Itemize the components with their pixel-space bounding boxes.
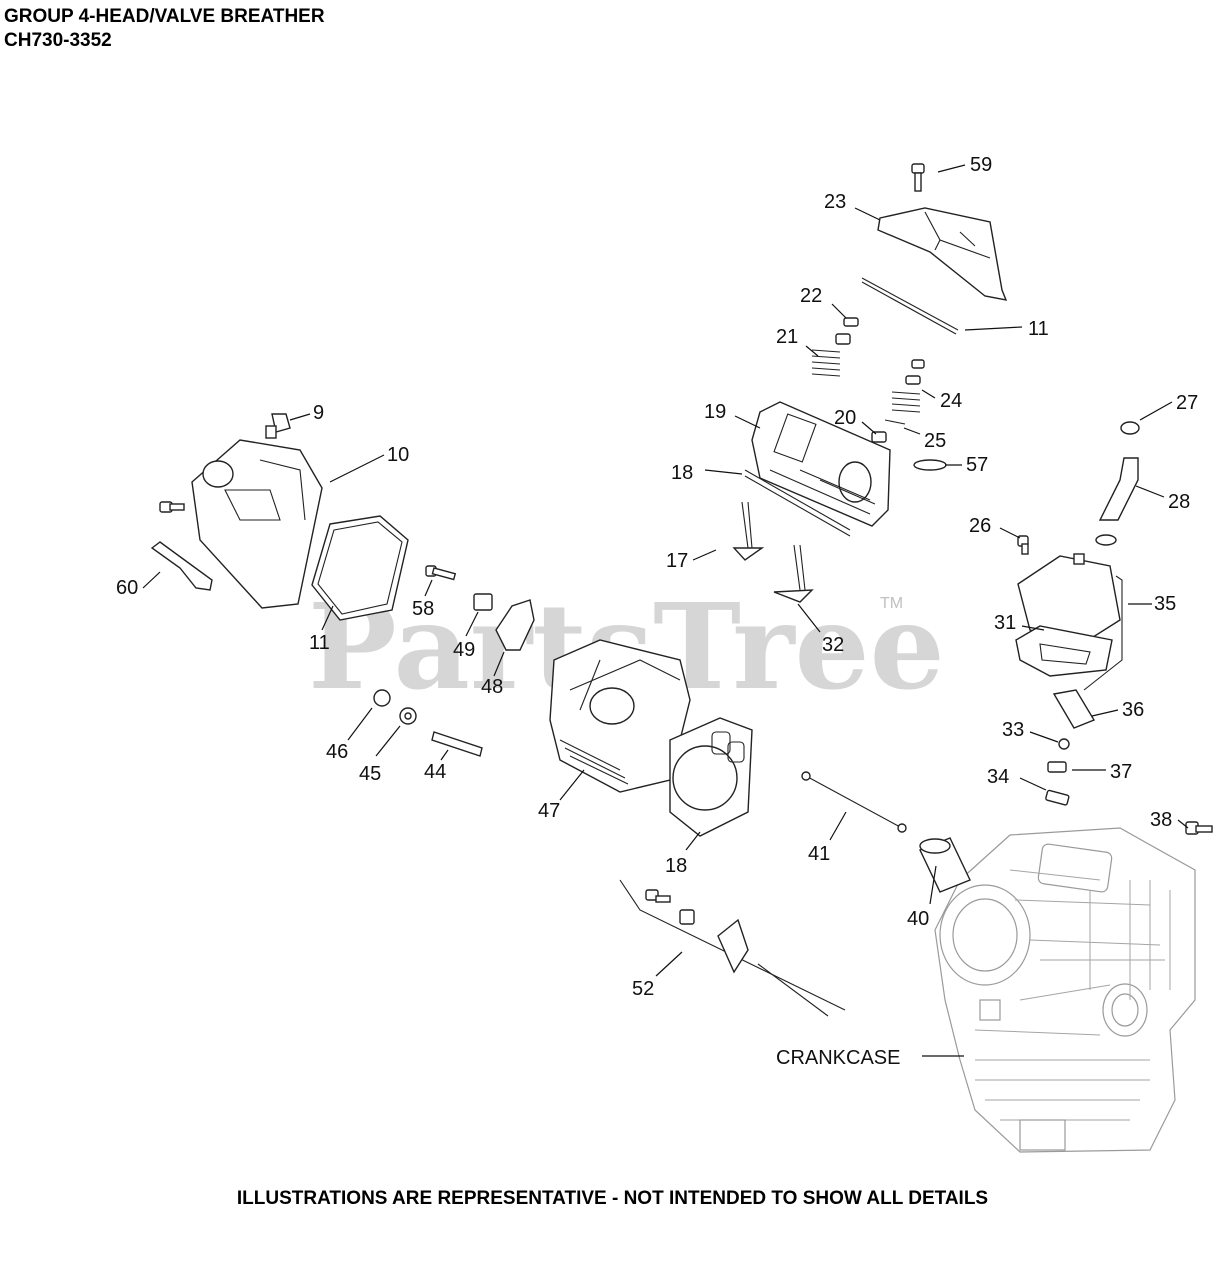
model-number: CH730-3352 bbox=[4, 30, 112, 51]
tappet-part bbox=[919, 837, 971, 893]
callout-57: 57 bbox=[966, 454, 988, 476]
breather-assembly-part bbox=[1015, 534, 1123, 806]
callout-11-top: 11 bbox=[1028, 318, 1049, 340]
watermark-trademark: TM bbox=[880, 595, 903, 612]
callout-36: 36 bbox=[1122, 699, 1144, 721]
push-rod-part bbox=[805, 775, 903, 829]
callout-45: 45 bbox=[359, 763, 381, 785]
callout-18-bottom: 18 bbox=[665, 855, 687, 877]
callout-26: 26 bbox=[969, 515, 991, 537]
rocker-hardware-part bbox=[425, 565, 535, 651]
callout-17: 17 bbox=[666, 550, 688, 572]
callout-28: 28 bbox=[1168, 491, 1190, 513]
valve-cover-part bbox=[877, 207, 1008, 301]
diagram-title: GROUP 4-HEAD/VALVE BREATHER bbox=[4, 6, 325, 27]
breather-hose-part bbox=[1098, 421, 1140, 521]
callout-21: 21 bbox=[776, 326, 798, 348]
exhaust-valve-part bbox=[773, 544, 814, 603]
cylinder-head-47-part bbox=[549, 639, 691, 793]
callout-47: 47 bbox=[538, 800, 560, 822]
breather-fitting-part bbox=[265, 413, 291, 439]
callout-35: 35 bbox=[1154, 593, 1176, 615]
callout-23: 23 bbox=[824, 191, 846, 213]
cylinder-head-part bbox=[751, 401, 891, 527]
callout-46: 46 bbox=[326, 741, 348, 763]
crankcase-illustration bbox=[934, 827, 1196, 1153]
callout-49: 49 bbox=[453, 639, 475, 661]
bracket-60-part bbox=[150, 541, 213, 591]
screw-59-part bbox=[911, 163, 925, 192]
callout-20: 20 bbox=[834, 407, 856, 429]
callout-60: 60 bbox=[116, 577, 138, 599]
callout-22: 22 bbox=[800, 285, 822, 307]
callout-19: 19 bbox=[704, 401, 726, 423]
callout-9: 9 bbox=[313, 402, 324, 424]
head-gasket-strip-part bbox=[744, 469, 851, 537]
head-gasket-loop-part bbox=[311, 515, 409, 621]
gasket-strip-part bbox=[861, 277, 959, 331]
callout-11-left: 11 bbox=[309, 632, 330, 654]
leader-lines bbox=[142, 164, 1189, 1057]
callout-58: 58 bbox=[412, 598, 434, 620]
head-cover-part bbox=[191, 439, 323, 609]
rocker-group-part bbox=[619, 879, 846, 1017]
callout-27: 27 bbox=[1176, 392, 1198, 414]
disclaimer-note: ILLUSTRATIONS ARE REPRESENTATIVE - NOT I… bbox=[236, 1188, 989, 1209]
callout-34: 34 bbox=[987, 766, 1009, 788]
callout-52: 52 bbox=[632, 978, 654, 1000]
callout-59: 59 bbox=[970, 154, 992, 176]
callout-32: 32 bbox=[822, 634, 844, 656]
callout-31: 31 bbox=[994, 612, 1016, 634]
callout-44: 44 bbox=[424, 761, 446, 783]
nut-washer-stud-part bbox=[373, 689, 483, 757]
callout-10: 10 bbox=[387, 444, 409, 466]
callout-18-top: 18 bbox=[671, 462, 693, 484]
callout-38: 38 bbox=[1150, 809, 1172, 831]
callout-41: 41 bbox=[808, 843, 830, 865]
bolt-part bbox=[159, 501, 185, 513]
callout-33: 33 bbox=[1002, 719, 1024, 741]
callout-48: 48 bbox=[481, 676, 503, 698]
callout-crankcase: CRANKCASE bbox=[776, 1047, 900, 1069]
bolt-38-part bbox=[1185, 821, 1213, 835]
intake-valve-part bbox=[732, 501, 765, 561]
callout-37: 37 bbox=[1110, 761, 1132, 783]
head-gasket-part bbox=[669, 717, 753, 837]
callout-40: 40 bbox=[907, 908, 929, 930]
callout-25: 25 bbox=[924, 430, 946, 452]
valve-spring-set-part bbox=[811, 317, 947, 471]
callout-24: 24 bbox=[940, 390, 962, 412]
